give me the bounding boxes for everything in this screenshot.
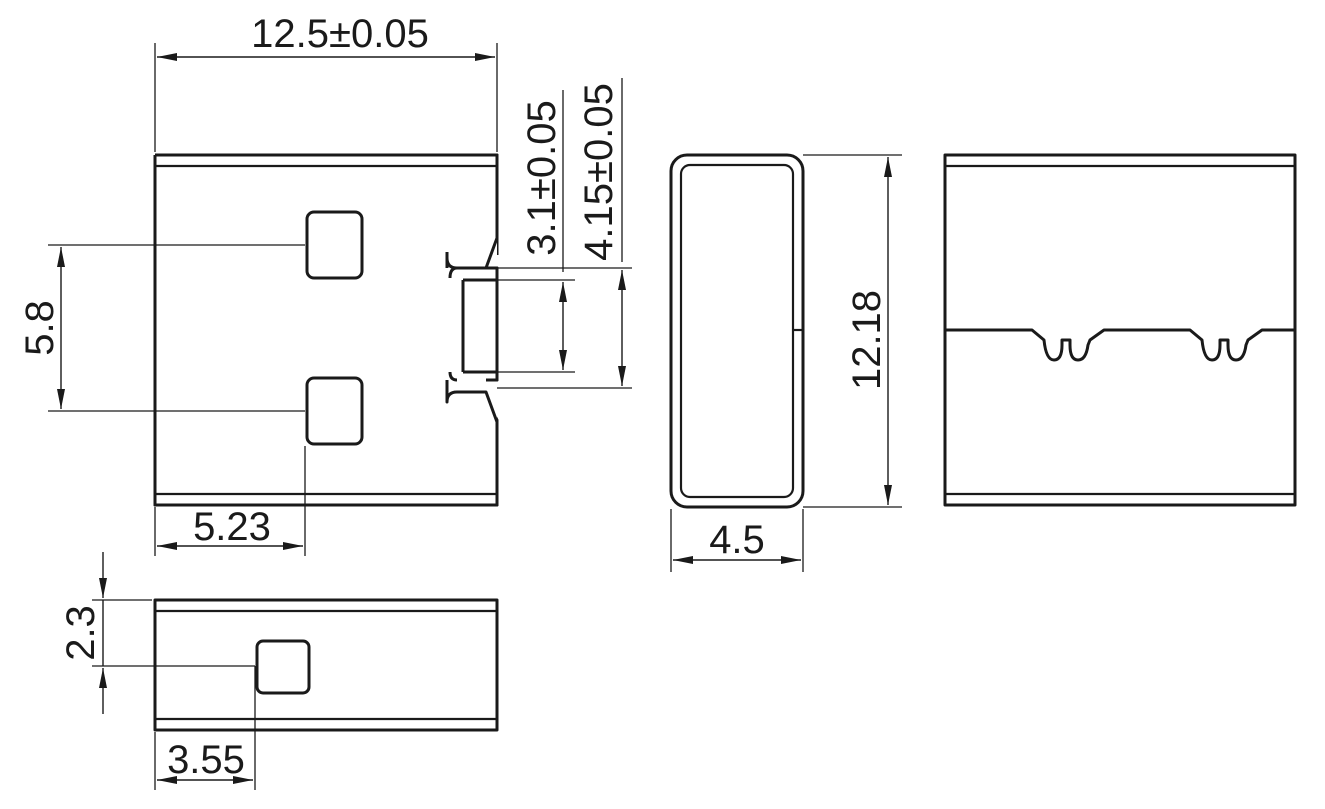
end-view-inner: [679, 163, 795, 499]
top-view-hole-lower: [305, 376, 364, 446]
thickness-view-hole: [255, 639, 311, 695]
dim-notch-outer-label: 4.15±0.05: [577, 83, 621, 261]
dim-notch-outer: 4.15±0.05: [497, 78, 632, 389]
thickness-view-outline: [153, 598, 499, 732]
thickness-view: [153, 598, 499, 732]
side-view-clip-line: [945, 328, 1295, 362]
dim-notch-inner: 3.1±0.05: [497, 90, 575, 373]
side-view: [943, 153, 1297, 507]
dim-end-width: 4.5: [670, 509, 804, 572]
dim-hole-offset-label: 5.23: [193, 505, 271, 549]
dim-top-width: 12.5±0.05: [154, 12, 498, 152]
dim-hole-offset: 5.23: [154, 446, 306, 556]
dim-end-width-label: 4.5: [709, 518, 765, 562]
top-view-notch: [445, 252, 499, 392]
dim-top-width-label: 12.5±0.05: [251, 12, 429, 56]
dim-side-height: 12.18: [803, 154, 902, 508]
dim-hole-spacing: 5.8: [18, 244, 305, 412]
dim-hole-spacing-label: 5.8: [18, 300, 62, 356]
dim-notch-inner-label: 3.1±0.05: [520, 100, 564, 255]
dim-side-height-label: 12.18: [845, 290, 889, 390]
dim-small-hole-offset: 3.55: [154, 666, 256, 790]
dim-thickness-label: 2.3: [59, 605, 103, 661]
dim-small-hole-offset-label: 3.55: [167, 738, 245, 782]
end-view: [669, 153, 805, 509]
end-view-outer: [669, 153, 805, 509]
dim-thickness: 2.3: [59, 552, 255, 714]
top-view-hole-upper: [305, 210, 364, 280]
top-view: [153, 153, 499, 507]
